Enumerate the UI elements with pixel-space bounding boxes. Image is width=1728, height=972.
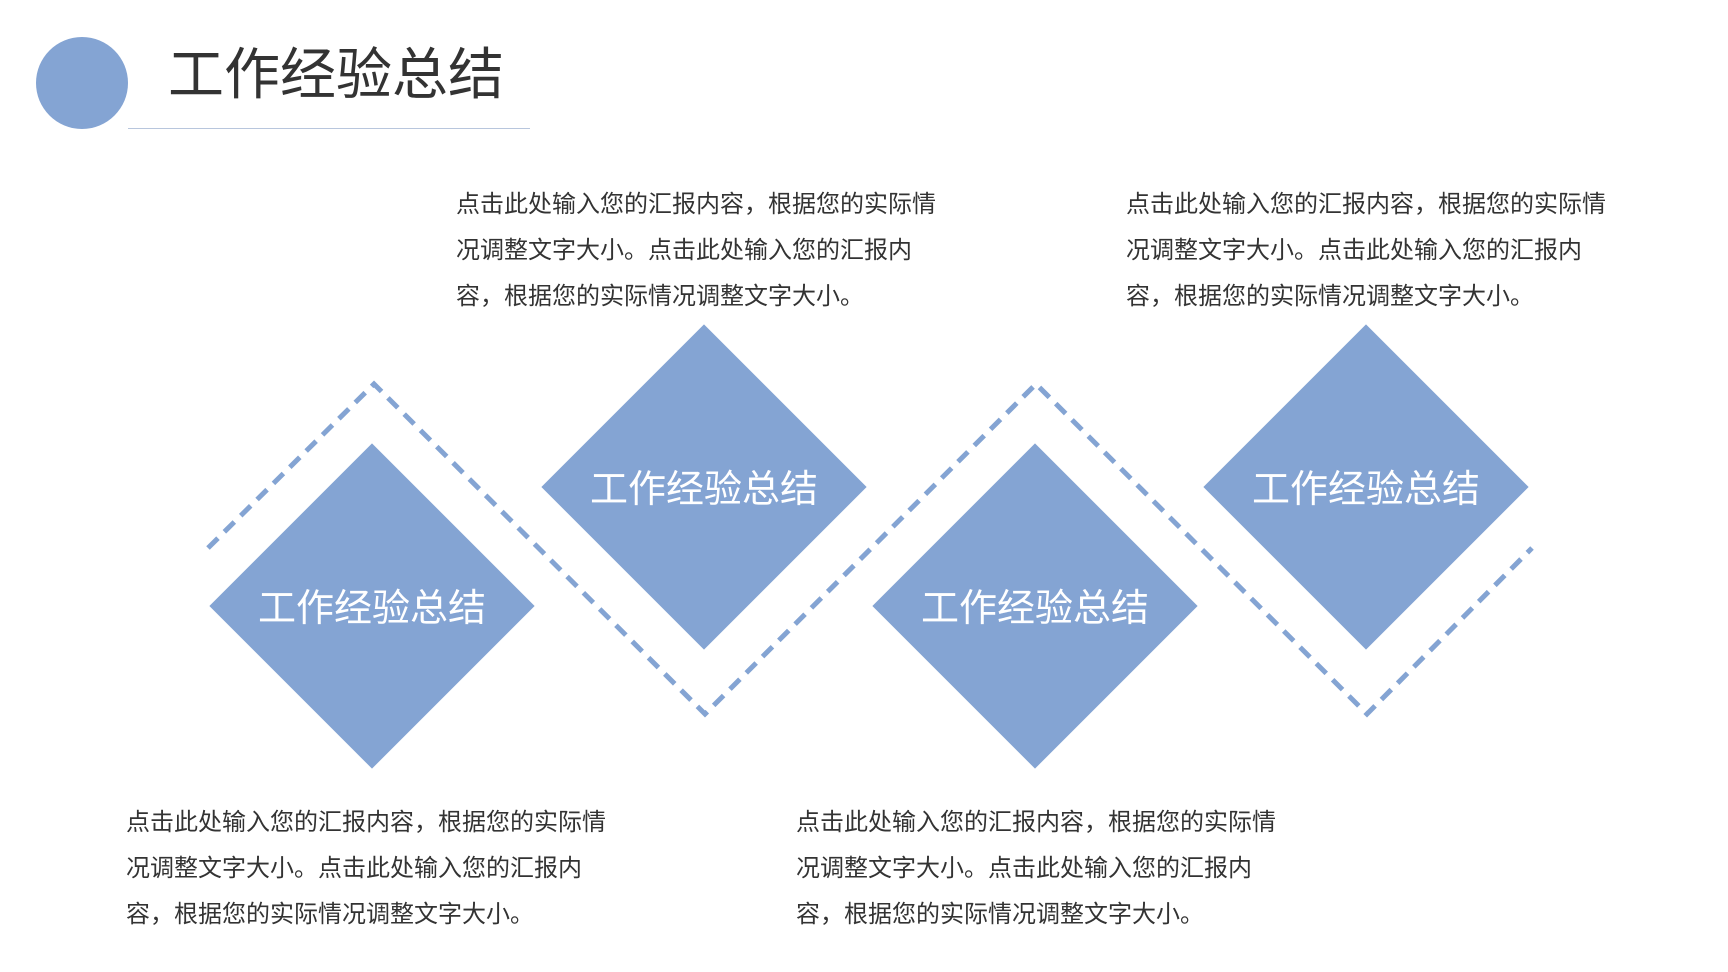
page-title: 工作经验总结	[168, 43, 504, 108]
diamond-3-label: 工作经验总结	[920, 586, 1149, 630]
title-divider	[128, 128, 530, 129]
diamond-1-label: 工作经验总结	[257, 586, 486, 630]
header-circle-decoration	[36, 37, 128, 129]
item-4-description: 点击此处输入您的汇报内容，根据您的实际情况调整文字大小。点击此处输入您的汇报内容…	[1126, 190, 1606, 310]
item-2-description: 点击此处输入您的汇报内容，根据您的实际情况调整文字大小。点击此处输入您的汇报内容…	[456, 190, 936, 310]
diamond-2-label: 工作经验总结	[589, 467, 818, 511]
item-1-description: 点击此处输入您的汇报内容，根据您的实际情况调整文字大小。点击此处输入您的汇报内容…	[126, 808, 606, 928]
item-3-description: 点击此处输入您的汇报内容，根据您的实际情况调整文字大小。点击此处输入您的汇报内容…	[796, 808, 1276, 928]
diamond-4-label: 工作经验总结	[1251, 467, 1480, 511]
